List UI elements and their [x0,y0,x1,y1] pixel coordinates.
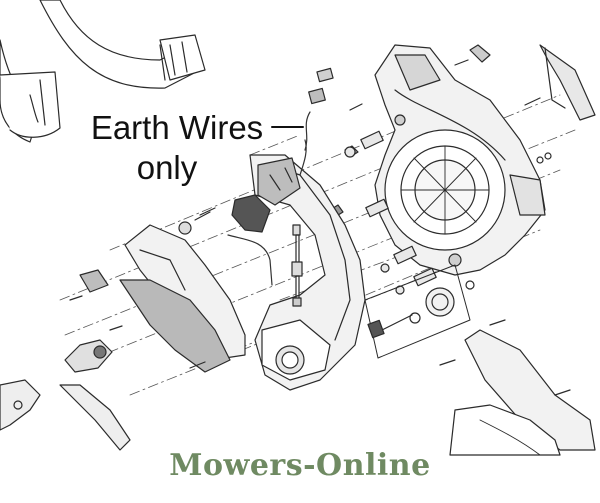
cap-assembly [365,265,474,358]
lower-right-parts [440,320,595,455]
main-housing [250,155,365,390]
handle-front [120,208,245,372]
earth-wire-parts [305,68,333,150]
bushings [345,131,436,294]
strap-parts [0,380,130,450]
callout-line-2: only [136,149,198,186]
blower-tube [0,0,205,142]
switch-assembly [228,140,306,285]
center-rod [292,225,302,306]
watermark-logo: Mowers-Online [169,448,431,483]
earth-wires-callout: Earth Wires only [62,108,292,188]
rear-housing [375,45,545,275]
knob-parts [65,270,205,372]
side-cover [540,45,595,120]
callout-line-1: Earth Wires [90,109,264,146]
